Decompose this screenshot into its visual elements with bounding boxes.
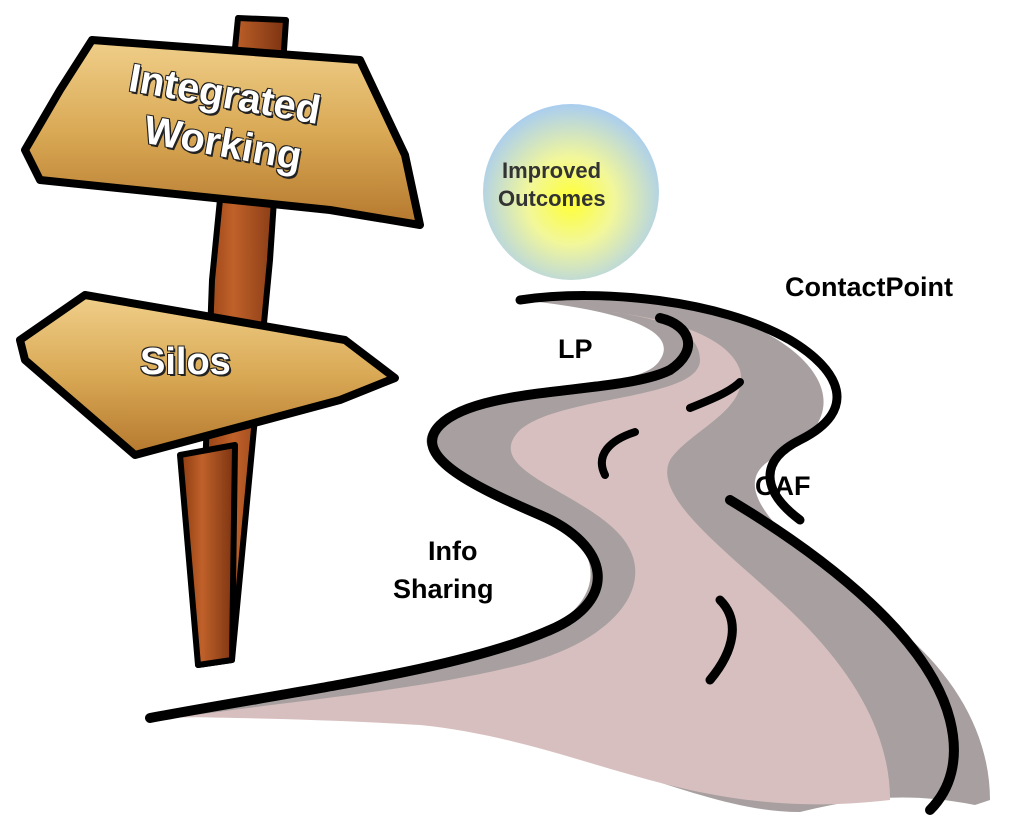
signpost [16, 15, 424, 668]
road-edge-top [515, 291, 842, 525]
signpost-board-bottom [16, 291, 399, 459]
road-label-contactpoint: ContactPoint [785, 272, 953, 302]
road-label-info-line2: Sharing [393, 574, 494, 604]
outcome-text-line2: Outcomes [498, 186, 606, 211]
sign-bottom-text: Silos [140, 341, 231, 383]
road [145, 291, 990, 815]
road-label-info-line1: Info [428, 536, 478, 566]
outcome-circle [483, 104, 659, 280]
road-dash-3 [705, 595, 737, 685]
road-dash-1 [686, 378, 744, 412]
road-label-lp: LP [558, 334, 593, 364]
signpost-post-front [177, 442, 238, 668]
outcome-text-line1: Improved [502, 158, 602, 183]
road-label-caf: CAF [755, 471, 811, 501]
road-dash-2 [597, 428, 639, 479]
road-edge-left [145, 313, 694, 723]
road-edge-right [725, 495, 959, 815]
signpost-board-top [21, 36, 424, 229]
